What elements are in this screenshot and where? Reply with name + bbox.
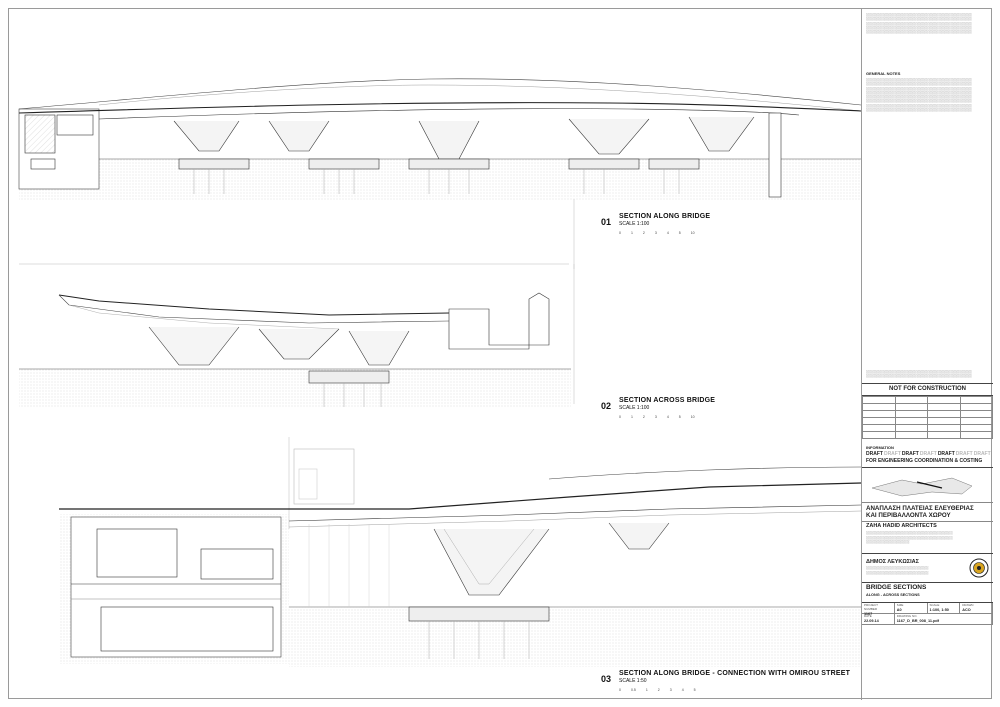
firm-address: ░░░░░░░░░░░░░░░░░░░░░░░░░░░░░░░░░░░░ ░░░… <box>866 531 953 544</box>
draft-stamp: DRAFT DRAFT DRAFT DRAFT DRAFT DRAFT DRAF… <box>862 450 993 458</box>
drawing-subtitle: ALONG - ACROSS SECTIONS <box>866 593 920 598</box>
draft-word: DRAFT <box>901 451 919 457</box>
general-notes: GENERAL NOTES ░░░░░░░░░░░░░░░░░░░░░░░░░░… <box>862 63 993 116</box>
key-plan <box>862 468 993 502</box>
drawing-title: BRIDGE SECTIONS <box>866 584 927 592</box>
information-label: INFORMATION <box>866 445 894 450</box>
section-scale: SCALE 1:50 <box>619 678 647 684</box>
project-title-line: ΚΑΙ ΠΕΡΙΒΑΛΛΟΝΤΑ ΧΩΡΟΥ <box>866 511 951 519</box>
notes-block: ░░░░░░░░░░░░░░░░░░░░░░░░░░░░░░░░░░░░░░░░… <box>866 370 972 379</box>
project-title: ΑΝΑΠΛΑΣΗ ΠΛΑΤΕΙΑΣ ΕΛΕΥΘΕΡΙΑΣ ΚΑΙ ΠΕΡΙΒΑΛ… <box>862 503 993 522</box>
draft-word: DRAFT <box>866 451 883 457</box>
section-title: SECTION ALONG BRIDGE - CONNECTION WITH O… <box>619 670 851 677</box>
client-name: ΔΗΜΟΣ ΛΕΥΚΩΣΙΑΣ <box>866 558 919 565</box>
draft-word: DRAFT <box>919 451 937 457</box>
project-title-line: ΑΝΑΠΛΑΣΗ ΠΛΑΤΕΙΑΣ ΕΛΕΥΘΕΡΙΑΣ <box>866 504 974 512</box>
client-address: ░░░░░░░░░░░░░░░░░░░░░░░░░░ ░░░░░░░░░░░░░… <box>866 566 929 575</box>
drawing-canvas <box>18 78 861 667</box>
draft-word: DRAFT <box>937 451 955 457</box>
section-scale: SCALE 1:100 <box>619 405 650 411</box>
section-title: SECTION ALONG BRIDGE <box>619 213 711 220</box>
status-banner: NOT FOR CONSTRUCTION <box>862 382 993 396</box>
section-03-drawing <box>59 448 861 667</box>
firm-name: ZAHA HADID ARCHITECTS <box>866 523 937 530</box>
revision-table <box>862 396 993 439</box>
section-scale: SCALE 1:100 <box>619 221 650 227</box>
title-block: ░░░░░░░░░░░░░░░░░░░░░░░░░░░░░░░░░░░░░░░░… <box>861 9 993 700</box>
section-title: SECTION ACROSS BRIDGE <box>619 397 716 404</box>
section-01-drawing <box>18 78 861 201</box>
meta-drawing-number: DRAWING NO.1167_D_BR_008_11.pdf <box>894 614 993 626</box>
draft-word: DRAFT <box>973 451 991 457</box>
section-02-drawing <box>19 292 571 407</box>
draft-word: DRAFT <box>955 451 973 457</box>
draft-word: DRAFT <box>883 451 901 457</box>
draft-purpose: FOR ENGINEERING COORDINATION & COSTING <box>862 458 993 468</box>
section-number: 01 <box>601 217 612 227</box>
section-number: 03 <box>601 674 612 684</box>
section-label-03: 03 SECTION ALONG BRIDGE - CONNECTION WIT… <box>601 670 850 692</box>
municipal-seal-icon <box>969 558 989 578</box>
disclaimer-text: ░░░░░░░░░░░░░░░░░░░░░░░░░░░░░░░░░░░░░░░░… <box>866 13 972 34</box>
general-notes-heading: GENERAL NOTES <box>866 71 901 76</box>
section-number: 02 <box>601 401 612 411</box>
